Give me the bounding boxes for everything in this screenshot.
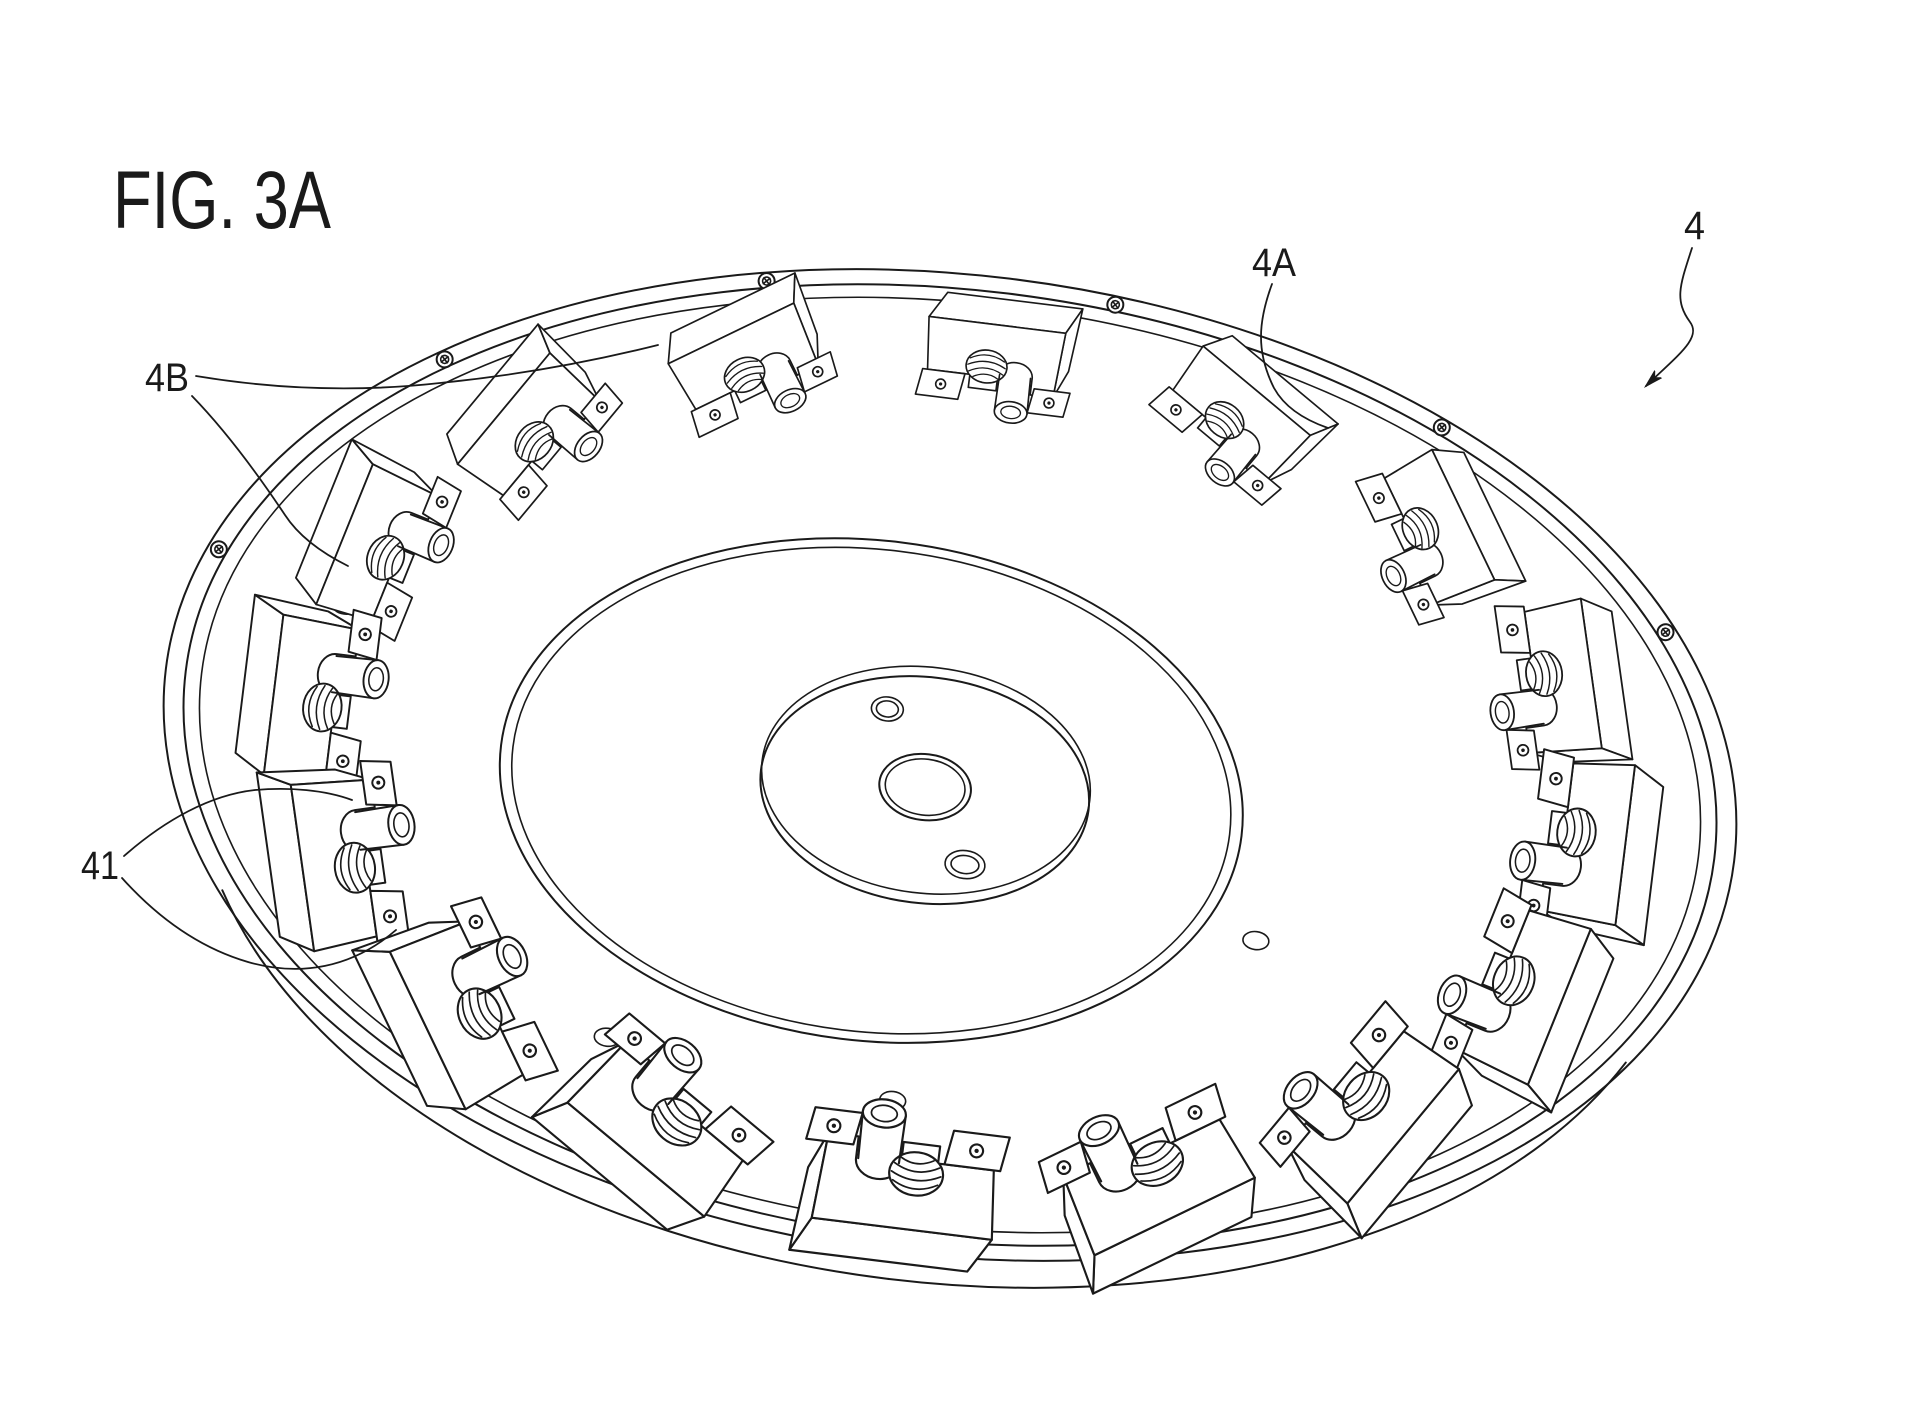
leader-ref-4A [1260, 283, 1329, 429]
flange-screw [434, 349, 455, 370]
hub-hole [944, 849, 986, 880]
holder-assembly [788, 1088, 1014, 1276]
center-hub [759, 665, 1092, 906]
ref-label-4B: 4B [145, 356, 189, 400]
leader-ref-4B-upper [195, 344, 659, 390]
holder-assembly [530, 994, 789, 1248]
holder-assembly [912, 289, 1084, 431]
flange-screw [1431, 417, 1452, 438]
flange-screw [208, 539, 229, 560]
flange-screw [1105, 294, 1126, 315]
front-wall-edge [221, 889, 1627, 1289]
leader-ref-4B-lower [191, 395, 349, 567]
holder-assembly [1023, 1062, 1276, 1295]
inner-recess-ring [498, 537, 1244, 1044]
ref-label-41: 41 [81, 844, 119, 888]
holder-assembly [255, 750, 432, 962]
holder-assembly [652, 272, 850, 454]
flange-screw [1655, 622, 1676, 643]
center-bore [878, 752, 972, 822]
leader-ref-41-lower [121, 877, 397, 970]
leader-ref-4 [1646, 247, 1694, 386]
leader-ref-41-upper [123, 788, 353, 857]
ref-label-4A: 4A [1252, 241, 1296, 285]
leader-lines [121, 247, 1694, 970]
figure-title: FIG. 3A [113, 155, 331, 246]
holder-assembly [1136, 322, 1339, 520]
ref-label-4: 4 [1684, 204, 1705, 248]
turntable-assembly [162, 268, 1738, 1295]
holder-assembly [432, 323, 638, 533]
holder-assembly [1474, 589, 1634, 779]
hub-hole [870, 696, 905, 722]
